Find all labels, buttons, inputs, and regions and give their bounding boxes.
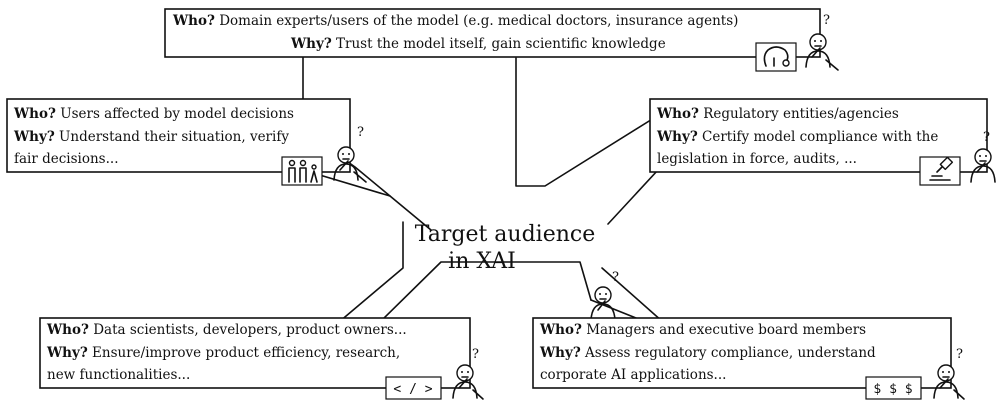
domain-experts-why-label: Why? bbox=[290, 36, 332, 52]
affected-users-who-label: Who? bbox=[13, 106, 56, 122]
regulators-who-line: Who? Regulatory entities/agencies bbox=[656, 106, 899, 122]
affected-users-why-text1: Understand their situation, verify bbox=[55, 129, 290, 145]
regulators-why-text1: Certify model compliance with the bbox=[698, 129, 939, 145]
center-question-mark: ? bbox=[612, 270, 619, 285]
domain-experts-who-label: Who? bbox=[172, 13, 215, 29]
affected-users-why-text2: fair decisions... bbox=[14, 151, 119, 167]
affected-users-who-text: Users affected by model decisions bbox=[56, 106, 294, 122]
gavel-icon bbox=[919, 156, 961, 186]
data-scientists-why-line1: Why? Ensure/improve product efficiency, … bbox=[46, 345, 400, 361]
data-scientists-thinking-person-icon bbox=[452, 364, 484, 400]
managers-why-text2: corporate AI applications... bbox=[540, 367, 726, 383]
data-scientists-who-label: Who? bbox=[46, 322, 89, 338]
audience-box-affected-users: Who? Users affected by model decisions W… bbox=[6, 98, 367, 186]
regulators-why-label: Why? bbox=[656, 129, 698, 145]
managers-who-label: Who? bbox=[539, 322, 582, 338]
audience-box-managers: Who? Managers and executive board member… bbox=[532, 317, 965, 400]
data-scientists-who-text: Data scientists, developers, product own… bbox=[89, 322, 407, 338]
data-scientists-why-text2: new functionalities... bbox=[47, 367, 190, 383]
center-thinking-person-icon: ? bbox=[590, 270, 619, 321]
regulators-who-text: Regulatory entities/agencies bbox=[699, 106, 899, 122]
domain-experts-thinking-person-icon bbox=[805, 33, 839, 71]
data-scientists-why-label: Why? bbox=[46, 345, 88, 361]
affected-users-thinking-person-icon bbox=[333, 146, 367, 183]
center-title-line1: Target audience bbox=[415, 222, 595, 247]
audience-box-regulators: Who? Regulatory entities/agencies Why? C… bbox=[649, 98, 996, 186]
managers-why-line1: Why? Assess regulatory compliance, under… bbox=[539, 345, 876, 361]
regulators-why-line1: Why? Certify model compliance with the bbox=[656, 129, 938, 145]
center-title-line2: in XAI bbox=[448, 249, 516, 274]
center-title: Target audience in XAI bbox=[415, 222, 595, 274]
audience-box-domain-experts: Who? Domain experts/users of the model (… bbox=[164, 8, 839, 72]
affected-users-question-mark: ? bbox=[357, 125, 364, 140]
regulators-who-label: Who? bbox=[656, 106, 699, 122]
managers-thinking-person-icon bbox=[933, 364, 965, 400]
managers-who-line: Who? Managers and executive board member… bbox=[539, 322, 866, 338]
code-icon: < / > bbox=[385, 376, 442, 400]
regulators-why-text2: legislation in force, audits, ... bbox=[657, 151, 857, 167]
money-icon: $ $ $ bbox=[865, 376, 922, 400]
domain-experts-question-mark: ? bbox=[823, 13, 830, 28]
code-icon-glyph: < / > bbox=[393, 382, 432, 397]
data-scientists-who-line: Who? Data scientists, developers, produc… bbox=[46, 322, 407, 338]
managers-why-text1: Assess regulatory compliance, understand bbox=[581, 345, 876, 361]
affected-users-who-line: Who? Users affected by model decisions bbox=[13, 106, 294, 122]
brain-icon bbox=[755, 42, 797, 72]
affected-users-why-label: Why? bbox=[13, 129, 55, 145]
data-scientists-question-mark: ? bbox=[472, 347, 479, 362]
audience-box-data-scientists: Who? Data scientists, developers, produc… bbox=[39, 317, 484, 400]
regulators-question-mark: ? bbox=[983, 130, 990, 145]
affected-users-why-line1: Why? Understand their situation, verify bbox=[13, 129, 289, 145]
domain-experts-who-line: Who? Domain experts/users of the model (… bbox=[172, 13, 738, 29]
managers-question-mark: ? bbox=[956, 347, 963, 362]
domain-experts-why-line: Why? Trust the model itself, gain scient… bbox=[290, 36, 666, 52]
regulators-thinking-person-icon bbox=[970, 148, 996, 183]
data-scientists-why-text1: Ensure/improve product efficiency, resea… bbox=[88, 345, 400, 361]
domain-experts-why-text: Trust the model itself, gain scientific … bbox=[332, 36, 666, 52]
managers-who-text: Managers and executive board members bbox=[582, 322, 866, 338]
people-icon bbox=[281, 156, 323, 186]
domain-experts-who-text: Domain experts/users of the model (e.g. … bbox=[215, 13, 739, 29]
money-icon-glyph: $ $ $ bbox=[873, 382, 912, 397]
managers-why-label: Why? bbox=[539, 345, 581, 361]
